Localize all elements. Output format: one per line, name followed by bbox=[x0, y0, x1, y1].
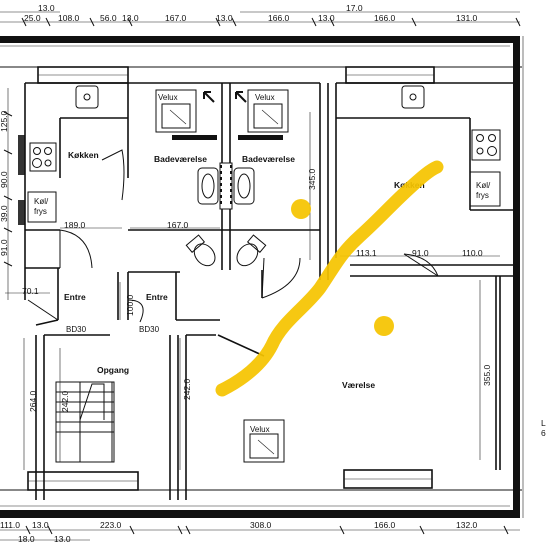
margin-note-6: 6 bbox=[541, 428, 546, 438]
bottom-wall bbox=[0, 510, 520, 518]
door-swing-kitchen bbox=[59, 229, 93, 269]
dim-top-5: 167.0 bbox=[165, 13, 187, 23]
dim-top-0: 13.0 bbox=[38, 3, 55, 13]
dim-91-right: 91.0 bbox=[412, 248, 429, 258]
dim-345: 345.0 bbox=[307, 168, 317, 190]
dim-top-2: 108.0 bbox=[58, 13, 80, 23]
dim-bottom-4: 223.0 bbox=[100, 520, 122, 530]
fridge-box-right bbox=[469, 171, 501, 207]
doors bbox=[27, 149, 439, 323]
yellow-markup bbox=[215, 160, 444, 397]
fridge-right-line1: Køl/ bbox=[476, 181, 491, 190]
door-entry-right bbox=[127, 299, 144, 323]
interior-walls bbox=[18, 82, 513, 500]
bd30-left: BD30 bbox=[66, 325, 87, 334]
fridge-left-line1: Køl/ bbox=[34, 197, 49, 206]
velux-label-bottom: Velux bbox=[250, 425, 270, 434]
room-living: Værelse bbox=[342, 380, 375, 390]
room-bath-left: Badeværelse bbox=[154, 154, 207, 164]
toilet-icon bbox=[185, 234, 216, 267]
staircase bbox=[55, 381, 115, 463]
velux-window-icon bbox=[247, 89, 289, 133]
windows bbox=[27, 66, 435, 491]
dim-264: 264.0 bbox=[28, 390, 38, 412]
dim-bottom-7: 132.0 bbox=[456, 520, 478, 530]
stove-icon bbox=[471, 129, 501, 161]
bottom-dimensions: 111.0 13.0 18.0 13.0 223.0 308.0 166.0 1… bbox=[0, 520, 478, 544]
door-swing-living bbox=[403, 253, 439, 277]
room-entry-right: Entre bbox=[146, 292, 168, 302]
room-bath-right: Badeværelse bbox=[242, 154, 295, 164]
washbasin-icon bbox=[233, 167, 255, 205]
dim-top-8: 13.0 bbox=[318, 13, 335, 23]
velux-label-right: Velux bbox=[255, 93, 275, 102]
highlight-dot-living bbox=[374, 316, 394, 336]
velux-window-icon bbox=[243, 419, 285, 463]
dim-top-9: 17.0 bbox=[346, 3, 363, 13]
dim-top-10: 166.0 bbox=[374, 13, 396, 23]
top-wall bbox=[0, 36, 520, 43]
right-wall bbox=[513, 36, 520, 518]
fixtures bbox=[27, 85, 501, 463]
room-entry-left: Entre bbox=[64, 292, 86, 302]
door-swing-bath bbox=[101, 149, 125, 201]
fridge-left-line2: frys bbox=[34, 207, 47, 216]
dim-39: 39.0 bbox=[0, 205, 9, 222]
dim-90: 90.0 bbox=[0, 171, 9, 188]
highlight-dot-bath bbox=[291, 199, 311, 219]
dim-242-stair: 242.0 bbox=[60, 390, 70, 412]
inner-dimensions: 189.0 167.0 70.1 113.1 91.0 110.0 bbox=[22, 220, 483, 296]
vent-arrow-icon bbox=[235, 91, 247, 103]
bd30-right: BD30 bbox=[139, 325, 160, 334]
sink-icon bbox=[401, 85, 425, 109]
velux-window-icon bbox=[155, 89, 197, 133]
vertical-dimensions: 125.0 90.0 39.0 91.0 345.0 100.0 264.0 2… bbox=[0, 110, 492, 412]
highlight-stroke bbox=[215, 160, 444, 397]
toilet-icon bbox=[236, 234, 267, 267]
dim-top-1: 25.0 bbox=[24, 13, 41, 23]
room-kitchen-left: Køkken bbox=[68, 150, 99, 160]
dim-bottom-5: 308.0 bbox=[250, 520, 272, 530]
dim-top-6: 13.0 bbox=[216, 13, 233, 23]
room-labels: Køkken Badeværelse Badeværelse Køkken Kø… bbox=[34, 150, 491, 390]
dim-242: 242.0 bbox=[182, 378, 192, 400]
dim-70: 70.1 bbox=[22, 286, 39, 296]
dim-bottom-2: 18.0 bbox=[18, 534, 35, 544]
dim-189: 189.0 bbox=[64, 220, 86, 230]
dim-bottom-0: 111.0 bbox=[0, 520, 20, 530]
dim-91-left: 91.0 bbox=[0, 239, 9, 256]
dim-113: 113.1 bbox=[356, 248, 377, 258]
fridge-right-line2: frys bbox=[476, 191, 489, 200]
dim-125: 125.0 bbox=[0, 110, 9, 132]
vent-arrow-icon bbox=[203, 91, 215, 103]
dim-110: 110.0 bbox=[462, 248, 483, 258]
room-stair: Opgang bbox=[97, 365, 129, 375]
dim-bottom-6: 166.0 bbox=[374, 520, 396, 530]
dim-355: 355.0 bbox=[482, 364, 492, 386]
top-dimensions: 13.0 25.0 108.0 56.0 13.0 167.0 13.0 166… bbox=[24, 3, 478, 23]
door-entry-left bbox=[27, 299, 59, 321]
dim-top-7: 166.0 bbox=[268, 13, 290, 23]
dim-100: 100.0 bbox=[125, 294, 135, 316]
sink-icon bbox=[75, 85, 99, 109]
dim-top-4: 13.0 bbox=[122, 13, 139, 23]
stove-icon bbox=[29, 142, 57, 172]
fridge-box-left bbox=[27, 191, 57, 223]
dim-167: 167.0 bbox=[167, 220, 189, 230]
door-swing-entry bbox=[261, 257, 265, 299]
dim-top-3: 56.0 bbox=[100, 13, 117, 23]
dim-bottom-3: 13.0 bbox=[54, 534, 71, 544]
velux-label-left: Velux bbox=[158, 93, 178, 102]
dimension-lines bbox=[0, 11, 521, 541]
washbasin-icon bbox=[197, 167, 219, 205]
dim-bottom-1: 13.0 bbox=[32, 520, 49, 530]
fixture-labels: Velux Velux Velux BD30 BD30 bbox=[66, 93, 275, 434]
margin-note-l: L bbox=[541, 418, 546, 428]
door-arc-entry bbox=[261, 257, 301, 299]
dim-top-11: 131.0 bbox=[456, 13, 478, 23]
